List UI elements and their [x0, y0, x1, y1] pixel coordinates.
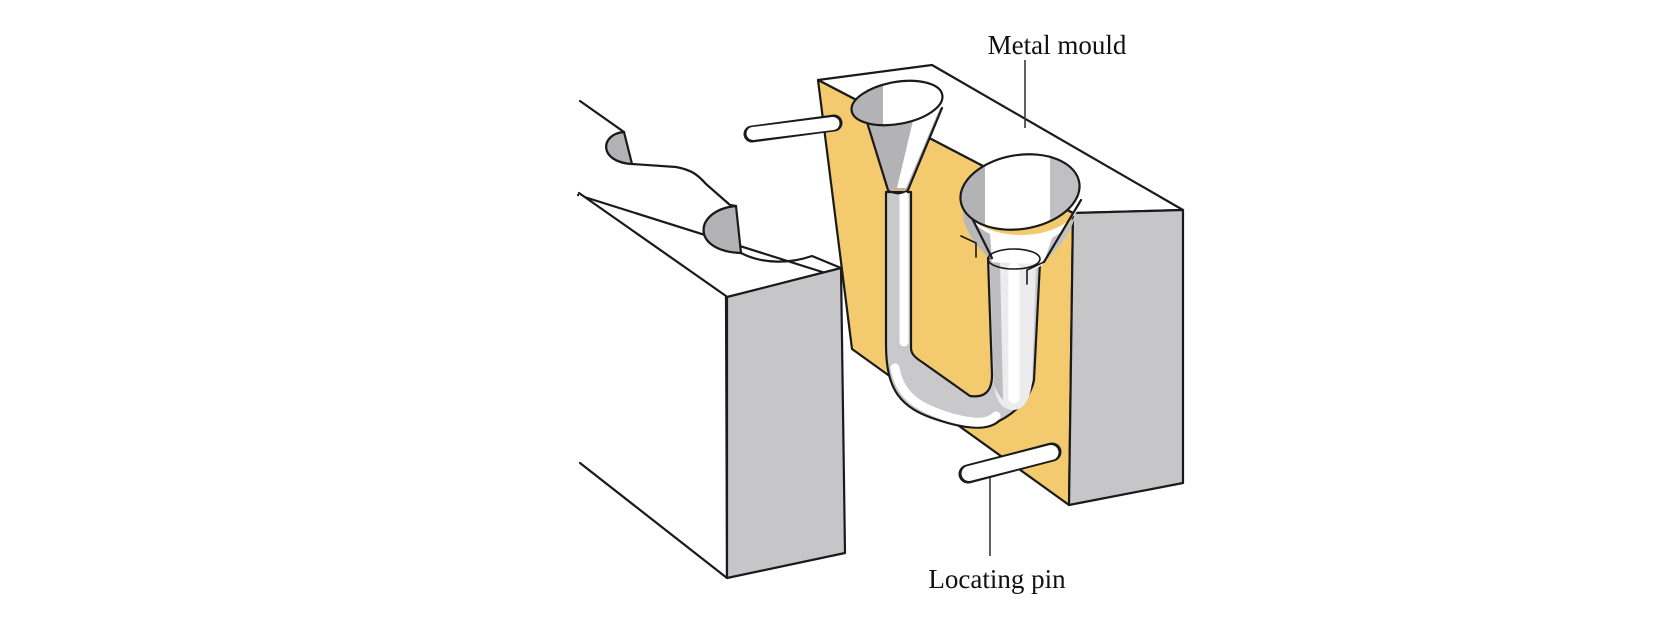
sprue-taper: [860, 104, 944, 195]
funnel-recess-small: [605, 130, 634, 166]
funnel-recess-large: [702, 204, 743, 255]
left-half-side-face: [725, 266, 847, 580]
parting-step-left: [960, 235, 977, 258]
metal-mould-label: Metal mould: [988, 30, 1127, 60]
left-mould-half: [576, 99, 847, 580]
parting-step-right: [1026, 261, 1045, 285]
riser-throat-ring: [987, 248, 1041, 270]
right-mould-half: [816, 63, 1185, 507]
right-half-side-face: [1067, 208, 1185, 507]
left-half-front-face: [579, 193, 727, 578]
locating-pin-bottom: [958, 442, 1062, 484]
locating-pin-label: Locating pin: [928, 564, 1066, 594]
locating-pin-top: [743, 114, 843, 143]
